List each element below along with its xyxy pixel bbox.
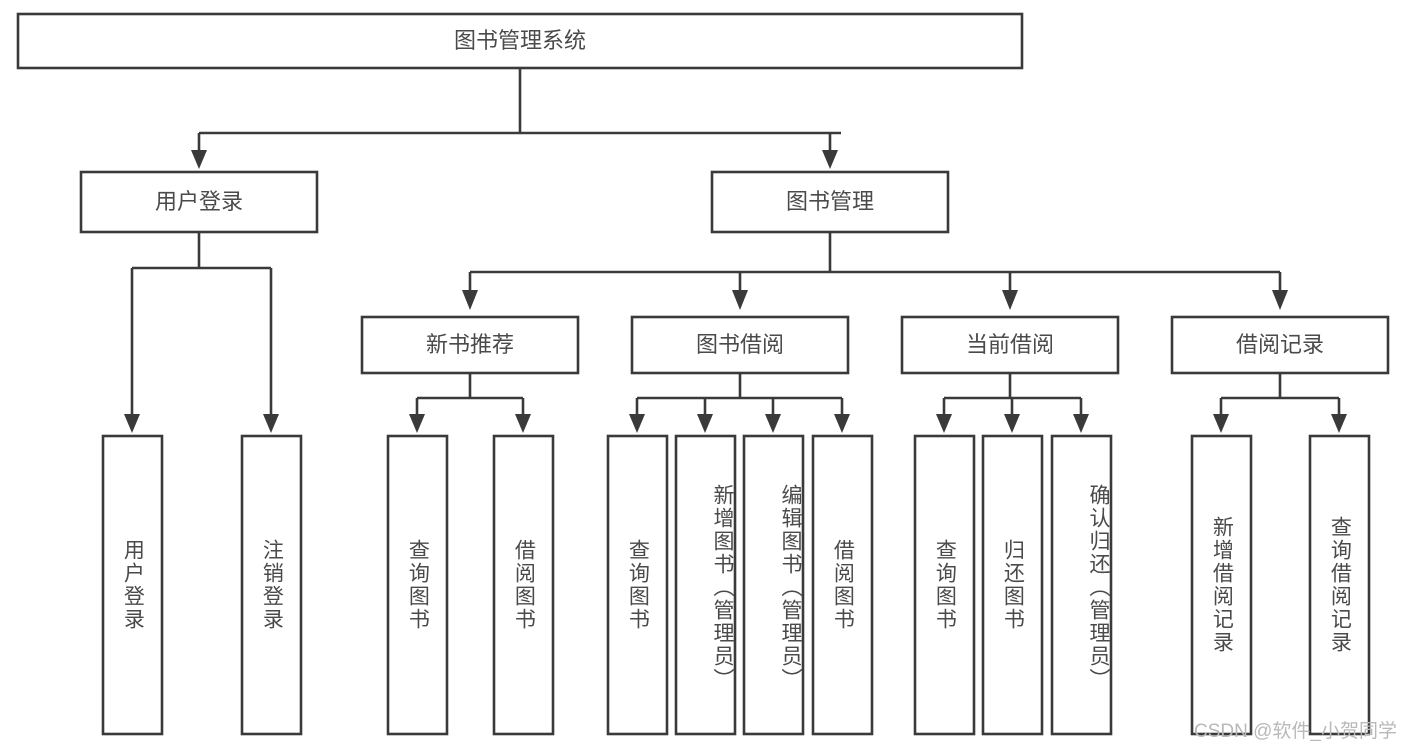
arrowhead-leaf-query-record <box>1331 414 1347 433</box>
node-book-borrow-box[interactable] <box>630 315 850 375</box>
connector-group-current-borrow <box>936 373 1089 433</box>
node-borrow-record-box[interactable] <box>1170 315 1390 375</box>
arrowhead-leaf-add-book <box>697 414 713 433</box>
node-book-manage-box[interactable] <box>710 170 950 234</box>
node-borrow-record-label: 借阅记录 <box>1236 332 1324 357</box>
arrowhead-leaf-edit-book <box>765 414 781 433</box>
leaf-borrow-book-1-box[interactable] <box>492 434 555 736</box>
node-book-borrow-label: 图书借阅 <box>696 332 784 357</box>
leaf-query-record-box[interactable] <box>1308 434 1371 736</box>
node-root[interactable]: 图书管理系统 <box>16 12 1024 70</box>
arrowhead-leaf-return-book <box>1004 414 1020 433</box>
node-new-book-rec[interactable]: 新书推荐 <box>360 315 580 375</box>
node-root-label: 图书管理系统 <box>454 28 586 53</box>
connector-group-root <box>191 68 841 169</box>
arrowhead-book-borrow <box>732 290 748 310</box>
leaf-boxes <box>101 434 1371 736</box>
arrowhead-leaf-query-book-2 <box>629 414 645 433</box>
connector-group-book-borrow <box>629 373 850 433</box>
leaf-query-book-1-box[interactable] <box>386 434 449 736</box>
node-borrow-record[interactable]: 借阅记录 <box>1170 315 1390 375</box>
arrowhead-current-borrow <box>1002 290 1018 310</box>
arrowhead-new-book-rec <box>462 290 478 310</box>
node-current-borrow-box[interactable] <box>900 315 1120 375</box>
connector-group-book-manage <box>462 232 1288 310</box>
arrowhead-leaf-confirm-return <box>1073 414 1089 433</box>
node-new-book-rec-box[interactable] <box>360 315 580 375</box>
arrowhead-leaf-user-login <box>124 414 140 433</box>
connector-group-borrow-record <box>1213 373 1347 433</box>
leaf-query-book-3-box[interactable] <box>913 434 976 736</box>
node-book-manage[interactable]: 图书管理 <box>710 170 950 234</box>
leaf-return-book-box[interactable] <box>981 434 1044 736</box>
leaf-add-book-box[interactable] <box>674 434 737 736</box>
node-new-book-rec-label: 新书推荐 <box>426 332 514 357</box>
arrowhead-borrow-record <box>1272 290 1288 310</box>
leaf-edit-book-box[interactable] <box>742 434 805 736</box>
node-current-borrow[interactable]: 当前借阅 <box>900 315 1120 375</box>
arrowhead-book-manage <box>822 150 838 169</box>
leaf-add-record-box[interactable] <box>1190 434 1253 736</box>
leaf-confirm-return-box[interactable] <box>1050 434 1113 736</box>
node-current-borrow-label: 当前借阅 <box>966 332 1054 357</box>
connector-group-user-login <box>124 232 279 433</box>
leaf-query-book-2-box[interactable] <box>606 434 669 736</box>
node-user-login[interactable]: 用户登录 <box>79 170 319 234</box>
arrowhead-leaf-borrow-book-1 <box>515 414 531 433</box>
arrowhead-leaf-query-book-3 <box>936 414 952 433</box>
leaf-user-login-box[interactable] <box>101 434 164 736</box>
node-root-box[interactable] <box>16 12 1024 70</box>
leaf-logout-login-box[interactable] <box>240 434 303 736</box>
arrowhead-leaf-query-book-1 <box>409 414 425 433</box>
arrowhead-leaf-add-record <box>1213 414 1229 433</box>
connector-group-new-book-rec <box>409 373 531 433</box>
arrowhead-user-login <box>191 150 207 169</box>
csdn-watermark: CSDN @软件_小贺同学 <box>1194 721 1397 742</box>
leaf-borrow-book-2-box[interactable] <box>811 434 874 736</box>
node-book-borrow[interactable]: 图书借阅 <box>630 315 850 375</box>
node-book-manage-label: 图书管理 <box>786 189 874 214</box>
node-user-login-label: 用户登录 <box>155 189 243 214</box>
arrowhead-leaf-borrow-book-2 <box>834 414 850 433</box>
arrowhead-leaf-logout-login <box>263 414 279 433</box>
node-user-login-box[interactable] <box>79 170 319 234</box>
